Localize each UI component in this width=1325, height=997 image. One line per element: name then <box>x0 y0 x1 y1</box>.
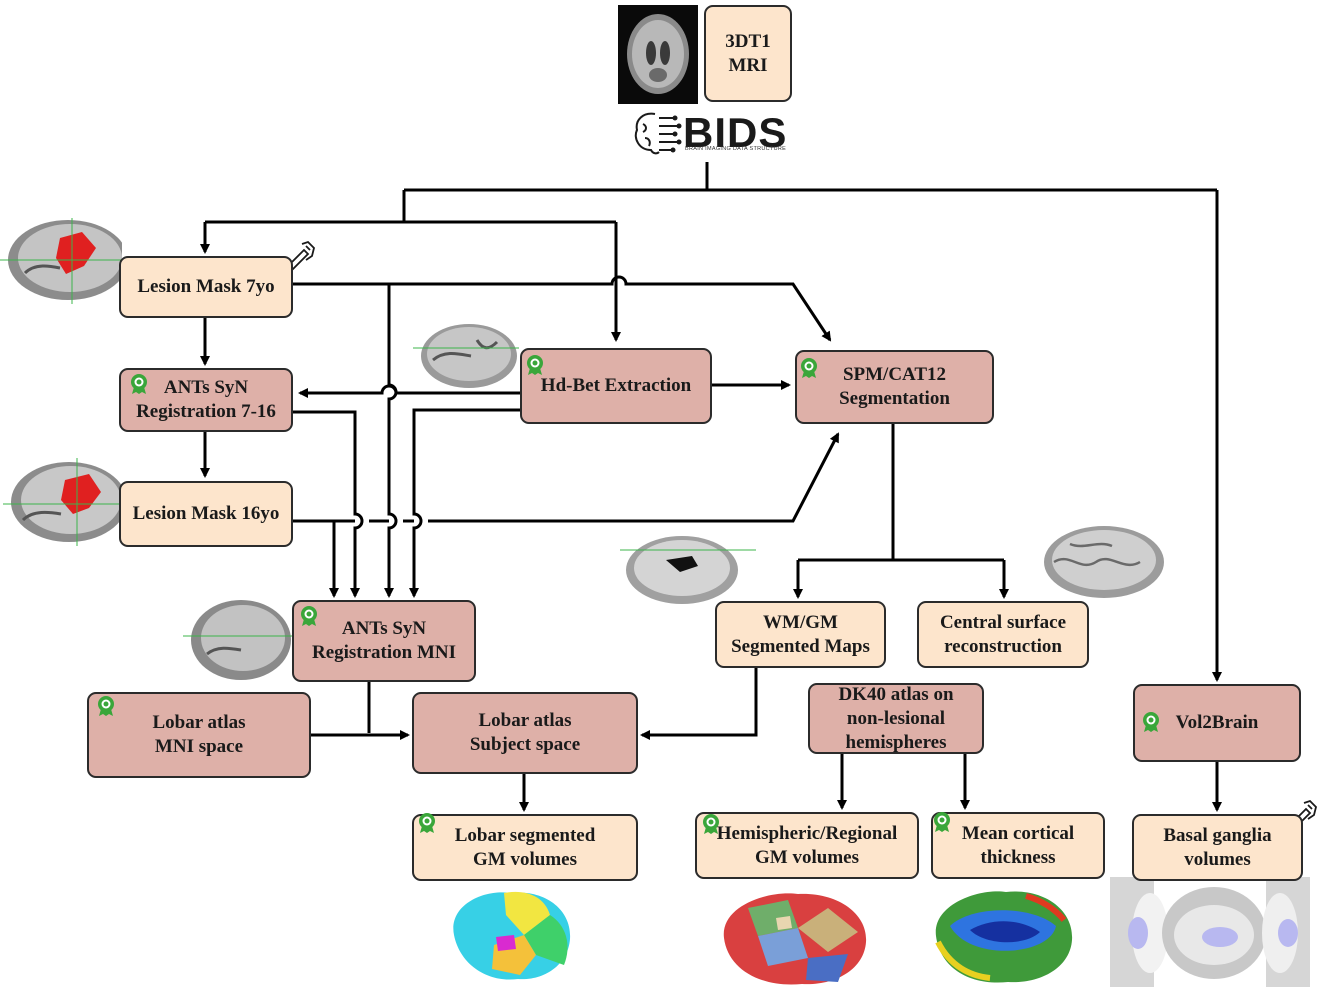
thickness-line1: Mean cortical <box>961 822 1075 844</box>
lobar-gm-line1: Lobar segmented <box>454 824 596 846</box>
wm-gm-segmented-maps-node: WM/GM Segmented Maps <box>715 601 886 668</box>
central-surface-line2: reconstruction <box>944 635 1062 657</box>
basal-ganglia-render <box>1110 877 1310 987</box>
basal-ganglia-line1: Basal ganglia <box>1163 824 1272 846</box>
sagittal-lesion-7yo-thumbnail <box>0 218 122 304</box>
hd-bet-extraction-node: Hd-Bet Extraction <box>520 348 712 424</box>
central-surface-line1: Central surface <box>939 611 1067 633</box>
hd-bet-label: Hd-Bet Extraction <box>540 375 692 396</box>
lobar-subject-line2: Subject space <box>469 734 581 755</box>
lobar-gm-line2: GM volumes <box>473 848 577 870</box>
lobar-atlas-mni-node: Lobar atlas MNI space <box>87 692 311 778</box>
thickness-line2: thickness <box>980 846 1056 868</box>
lobar-mni-line2: MNI space <box>154 736 244 757</box>
mean-cortical-thickness-node: Mean cortical thickness <box>931 812 1105 879</box>
lobar-mni-line1: Lobar atlas <box>152 712 246 733</box>
basal-ganglia-volumes-node: Basal ganglia volumes <box>1132 814 1303 881</box>
spm-line1: SPM/CAT12 <box>842 364 947 385</box>
lobar-parcellation-render <box>453 891 571 980</box>
lobar-subject-line1: Lobar atlas <box>478 710 572 731</box>
wm-gm-slice-thumbnail <box>620 536 756 604</box>
automated-tool-badge-icon <box>1143 712 1159 732</box>
automated-tool-badge-icon <box>301 606 317 626</box>
automated-tool-badge-icon <box>801 358 817 378</box>
bids-brain-circuit-icon <box>634 112 682 155</box>
sagittal-mni-thumbnail <box>183 600 293 680</box>
lobar-atlas-subject-node: Lobar atlas Subject space <box>412 692 638 774</box>
dk40-line1: DK40 atlas on <box>838 683 954 705</box>
lesion-mask-16yo-node: Lesion Mask 16yo <box>119 481 293 547</box>
cortical-surface-thumbnail <box>1044 526 1164 598</box>
ants-mni-line2: Registration MNI <box>311 642 457 663</box>
automated-tool-badge-icon <box>419 813 435 833</box>
bids-logo-text: BIDS <box>683 109 788 156</box>
sagittal-lesion-16yo-thumbnail <box>3 458 125 546</box>
skull-stripped-brain-thumbnail <box>413 324 519 388</box>
bids-subtitle: BRAIN IMAGING DATA STRUCTURE <box>685 146 787 152</box>
hemispheric-line2: GM volumes <box>755 846 859 868</box>
automated-tool-badge-icon <box>527 355 543 375</box>
wm-gm-line2: Segmented Maps <box>731 635 870 657</box>
input-line1: 3DT1 <box>725 30 771 52</box>
ants-registration-7-16-node: ANTs SyN Registration 7-16 <box>119 368 293 432</box>
ants-mni-line1: ANTs SyN <box>341 618 427 639</box>
hemispheric-gm-volumes-node: Hemispheric/Regional GM volumes <box>695 812 919 879</box>
spm-cat12-segmentation-node: SPM/CAT12 Segmentation <box>795 350 994 424</box>
dk40-line3: hemispheres <box>845 731 947 753</box>
automated-tool-badge-icon <box>703 814 719 834</box>
lobar-gm-volumes-node: Lobar segmented GM volumes <box>412 814 638 881</box>
input-line2: MRI <box>728 54 768 76</box>
ants-7-16-line2: Registration 7-16 <box>136 401 276 422</box>
hemispheric-line1: Hemispheric/Regional <box>716 822 898 844</box>
wm-gm-line1: WM/GM <box>763 611 838 633</box>
vol2brain-node: Vol2Brain <box>1133 684 1301 762</box>
regional-parcellation-render <box>723 893 867 985</box>
vol2brain-label: Vol2Brain <box>1175 712 1259 733</box>
lesion-mask-16yo-label: Lesion Mask 16yo <box>132 503 280 524</box>
automated-tool-badge-icon <box>98 696 114 716</box>
lesion-mask-7yo-label: Lesion Mask 7yo <box>137 276 275 297</box>
ants-registration-mni-node: ANTs SyN Registration MNI <box>292 600 476 682</box>
central-surface-node: Central surface reconstruction <box>917 601 1089 668</box>
spm-line2: Segmentation <box>839 388 950 409</box>
cortical-thickness-render <box>935 891 1073 983</box>
dk40-line2: non-lesional <box>846 707 946 729</box>
dk40-atlas-node: DK40 atlas on non-lesional hemispheres <box>808 683 984 754</box>
lesion-mask-7yo-node: Lesion Mask 7yo <box>119 256 293 318</box>
axial-mri-thumbnail <box>618 5 698 104</box>
basal-ganglia-line2: volumes <box>1184 848 1251 870</box>
input-3dt1-mri: 3DT1 MRI <box>704 5 792 102</box>
automated-tool-badge-icon <box>934 812 950 832</box>
automated-tool-badge-icon <box>131 374 147 394</box>
ants-7-16-line1: ANTs SyN <box>163 377 249 398</box>
